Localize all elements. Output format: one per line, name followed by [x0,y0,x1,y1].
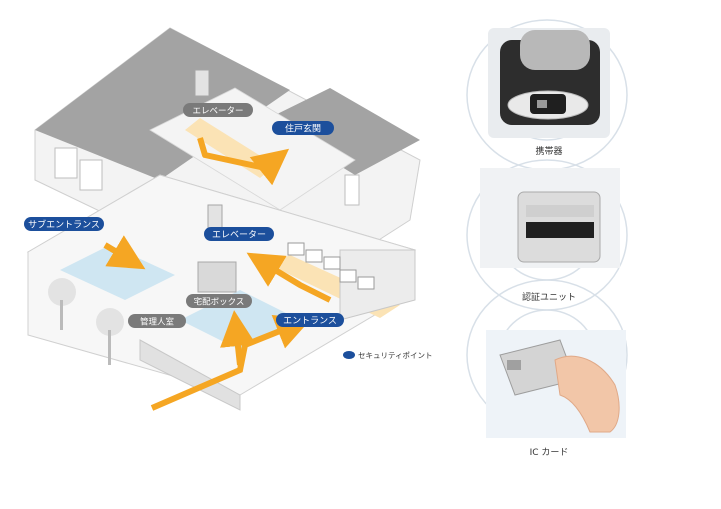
key-fob-bag-icon [488,28,610,138]
route-arrow-sub-entrance [103,235,146,270]
svg-text:エレベーター: エレベーター [212,230,266,241]
lobby-chair [357,276,375,290]
label-manager-room: 管理人室 [128,314,186,328]
label-entrance: エントランス [276,313,344,327]
svg-text:管理人室: 管理人室 [140,317,175,328]
side-wall [339,249,416,321]
svg-text:サブエントランス: サブエントランス [28,219,100,231]
legend: セキュリティポイント [343,351,433,360]
tree [96,308,124,365]
ic-card-hand-icon [486,330,626,438]
lobby-chair [339,269,357,283]
lobby-chair [305,249,323,263]
device-caption: 携帯器 [535,145,562,157]
svg-text:エントランス: エントランス [283,316,337,327]
unit-door [344,174,360,206]
roof-right [265,88,420,175]
roof-left [35,28,290,180]
building-cutaway [26,27,421,411]
label-delivery-box: 宅配ボックス [186,294,252,308]
window [54,147,78,179]
label-sub-entrance: サブエントランス [24,217,104,231]
elevator-door-top [194,69,210,97]
lobby-chair [323,256,341,270]
tree [48,278,76,330]
legend-label: セキュリティポイント [358,351,433,360]
front-wall [139,339,241,411]
label-elevator-mid: エレベーター [204,227,274,241]
label-elevator-top: エレベーター [183,103,253,117]
lobby-chair [287,242,305,256]
svg-text:住戸玄関: 住戸玄関 [285,123,321,135]
label-unit-entrance: 住戸玄関 [272,121,334,135]
svg-text:エレベーター: エレベーター [192,107,243,117]
svg-text:宅配ボックス: 宅配ボックス [194,297,245,308]
window [79,159,103,191]
route-arrow-lobby [246,252,332,303]
legend-marker [343,351,355,359]
route-arrow-entrance [150,314,312,411]
auth-unit-icon [480,168,620,268]
sub-entrance-floor [60,245,175,300]
delivery-box-unit [197,261,237,293]
route-arrow-delivery [220,310,256,366]
device-caption: IC カード [530,447,569,458]
device-caption: 認証ユニット [522,291,576,303]
route-arrow-upper [197,137,290,186]
